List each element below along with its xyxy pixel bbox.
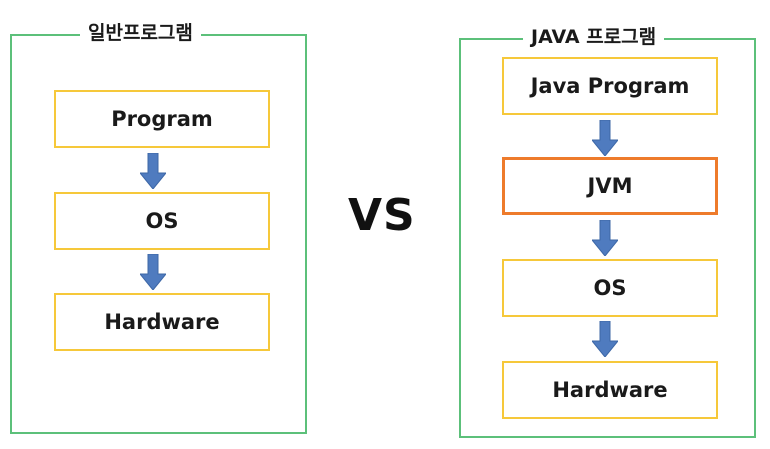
general-program-panel: 일반프로그램 bbox=[10, 19, 307, 434]
hardware-box-right: Hardware bbox=[502, 361, 718, 419]
java-program-box: Java Program bbox=[502, 57, 718, 115]
jvm-box: JVM bbox=[502, 157, 718, 215]
java-program-title: JAVA 프로그램 bbox=[523, 23, 665, 51]
down-arrow-icon bbox=[592, 321, 618, 357]
hardware-box-left: Hardware bbox=[54, 293, 270, 351]
os-box-left: OS bbox=[54, 192, 270, 250]
down-arrow-icon bbox=[592, 220, 618, 256]
os-box-right: OS bbox=[502, 259, 718, 317]
down-arrow-icon bbox=[140, 254, 166, 290]
java-program-panel: JAVA 프로그램 bbox=[459, 23, 756, 438]
program-box: Program bbox=[54, 90, 270, 148]
down-arrow-icon bbox=[592, 120, 618, 156]
down-arrow-icon bbox=[140, 153, 166, 189]
vs-label: VS bbox=[348, 190, 416, 241]
general-program-title: 일반프로그램 bbox=[80, 19, 201, 47]
